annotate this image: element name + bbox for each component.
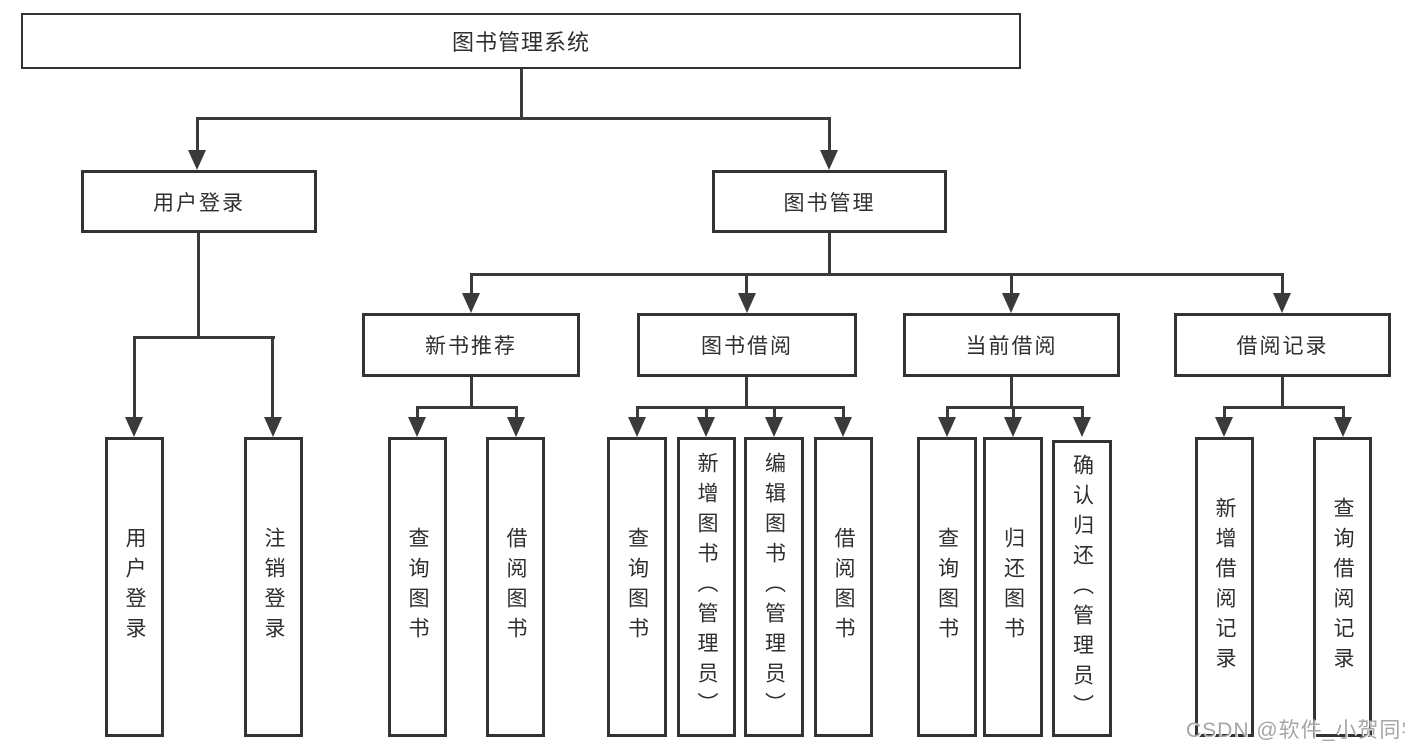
leaf-query-borrow-record: 查询借阅记录 [1313,437,1372,737]
arrowhead-down-icon [1273,293,1291,313]
node-label: 图书管理系统 [451,30,590,55]
leaf-label: 借阅图书 [504,527,527,647]
csdn-watermark: CSDN @软件_小贺同学 [1186,719,1405,742]
connector-line [773,406,776,419]
leaf-label: 查询图书 [935,527,959,647]
leaf-label: 确认归还（管理员） [1070,453,1094,724]
arrowhead-down-icon [188,150,206,170]
connector-line [470,273,473,295]
arrowhead-down-icon [1334,417,1352,437]
arrowhead-down-icon [1002,293,1020,313]
connector-line [416,406,518,409]
arrowhead-down-icon [738,293,756,313]
connector-line [745,377,748,406]
connector-line [416,406,419,419]
connector-line [470,377,473,406]
connector-line [1223,406,1345,409]
leaf-edit-books-admin: 编辑图书（管理员） [744,437,804,737]
connector-line [946,406,1084,409]
arrowhead-down-icon [264,417,282,437]
connector-line [842,406,845,419]
connector-line [828,233,831,273]
connector-line [1081,406,1084,419]
arrowhead-down-icon [1004,417,1022,437]
leaf-user-login: 用户登录 [105,437,164,737]
leaf-borrow-books: 借阅图书 [814,437,873,737]
node-book-borrowing: 图书借阅 [637,313,857,377]
leaf-query-books-borrowing: 查询图书 [607,437,667,737]
node-label: 新书推荐 [425,335,517,358]
connector-line [636,406,639,419]
arrowhead-down-icon [697,417,715,437]
leaf-logout: 注销登录 [244,437,303,737]
leaf-label: 查询图书 [625,527,649,647]
connector-line [133,336,136,418]
arrowhead-down-icon [507,417,525,437]
leaf-add-books-admin: 新增图书（管理员） [677,437,736,737]
arrowhead-down-icon [408,417,426,437]
connector-line [1223,406,1226,419]
connector-line [470,273,1284,276]
leaf-label: 新增图书（管理员） [695,452,718,722]
leaf-borrow-books-recommend: 借阅图书 [486,437,545,737]
arrowhead-down-icon [1215,417,1233,437]
arrowhead-down-icon [628,417,646,437]
node-user-login: 用户登录 [81,170,317,233]
connector-line [1010,273,1013,295]
node-borrowing-records: 借阅记录 [1174,313,1391,377]
node-label: 图书管理 [783,191,876,215]
arrowhead-down-icon [820,150,838,170]
arrowhead-down-icon [125,417,143,437]
connector-line [196,117,199,153]
leaf-label: 注销登录 [262,527,285,647]
leaf-query-books-current: 查询图书 [917,437,977,737]
leaf-label: 编辑图书（管理员） [762,452,786,722]
connector-line [636,406,845,409]
leaf-confirm-return-admin: 确认归还（管理员） [1052,440,1112,737]
connector-line [515,406,518,419]
connector-line [828,117,831,153]
node-label: 用户登录 [153,191,245,215]
leaf-label: 借阅图书 [832,527,855,647]
node-new-book-recommend: 新书推荐 [362,313,580,377]
leaf-add-borrow-record: 新增借阅记录 [1195,437,1254,737]
arrowhead-down-icon [834,417,852,437]
connector-line [745,273,748,295]
arrowhead-down-icon [1073,417,1091,437]
node-current-borrowing: 当前借阅 [903,313,1120,377]
leaf-return-books: 归还图书 [983,437,1043,737]
arrowhead-down-icon [462,293,480,313]
connector-line [520,69,523,117]
connector-line [1010,377,1013,406]
connector-line [1342,406,1345,419]
leaf-label: 用户登录 [123,527,146,647]
node-label: 借阅记录 [1236,335,1329,358]
connector-line [705,406,708,419]
connector-line [1281,377,1284,406]
leaf-label: 查询图书 [406,527,429,647]
leaf-query-books-recommend: 查询图书 [388,437,447,737]
connector-line [196,117,831,120]
leaf-label: 查询借阅记录 [1331,497,1354,677]
connector-line [133,336,275,339]
connector-line [1281,273,1284,295]
leaf-label: 新增借阅记录 [1213,497,1236,677]
node-book-management: 图书管理 [712,170,947,233]
node-label: 图书借阅 [701,335,793,358]
node-label: 当前借阅 [965,335,1058,358]
arrowhead-down-icon [938,417,956,437]
connector-line [946,406,949,419]
node-library-management-system: 图书管理系统 [21,13,1021,69]
connector-line [197,233,200,336]
leaf-label: 归还图书 [1001,527,1025,647]
arrowhead-down-icon [765,417,783,437]
connector-line [1012,406,1015,419]
connector-line [271,336,274,418]
